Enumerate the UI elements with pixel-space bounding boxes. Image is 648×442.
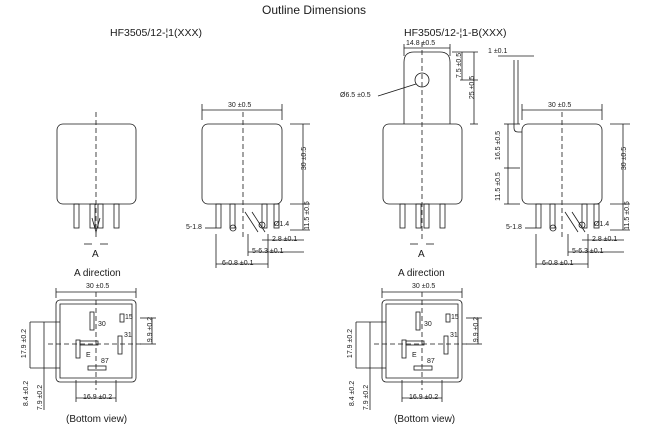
left-pitch-08-dim: 6-0.8 ±0.1 [222,260,254,267]
right-height-dim: 30 ±0.5 [621,146,629,171]
left-height-dim: 30 ±0.5 [301,146,309,171]
right-section-marker: A [418,249,425,260]
right-bottom-84-dim: 8.4 ±0.2 [349,380,357,407]
page-title: Outline Dimensions [262,3,367,17]
right-width-dim: 30 ±0.5 [548,102,572,109]
right-bottom-caption: (Bottom view) [394,414,456,425]
left-direction-caption: A direction [74,268,121,279]
left-bottom-169-dim: 16.9 ±0.2 [83,394,113,401]
right-tab-25-dim: 25 ±0.5 [469,75,477,100]
left-pin-30: 30 [98,321,106,328]
left-bottom-84-dim: 8.4 ±0.2 [23,380,31,407]
right-pin-e: E [412,352,417,359]
right-bottom-99-dim: 9.9 ±0.2 [473,316,481,343]
right-pin-length-dim: 11.5 ±0.5 [623,201,631,230]
right-left-pin-length-dim: 11.5 ±0.5 [494,172,502,201]
right-bottom-179-dim: 17.9 ±0.2 [347,328,355,359]
left-pin-e: E [86,352,91,359]
left-bottom-view [29,288,156,410]
right-hole-count-dim: 5-1.8 [506,224,522,231]
left-pitch-28-dim: 2.8 ±0.1 [272,236,298,243]
left-front-view [201,104,310,268]
right-pin-15: 15 [451,314,459,321]
right-tab-thick-dim: 1 ±0.1 [488,48,508,55]
right-front-view [498,55,630,268]
right-bottom-169-dim: 16.9 ±0.2 [409,394,439,401]
right-pin-30: 30 [424,321,432,328]
left-model-label: HF3505/12-¦1(XXX) [110,27,203,39]
right-pin-31: 31 [450,332,458,339]
right-side-view [377,42,478,245]
right-h165-dim: 16.5 ±0.5 [495,130,503,161]
left-bottom-99-dim: 9.9 ±0.2 [147,316,155,343]
right-pitch-28-dim: 2.8 ±0.1 [592,236,618,243]
right-pitch-08-dim: 6-0.8 ±0.1 [542,260,574,267]
left-side-view [56,112,137,245]
left-section-marker: A [92,249,99,260]
right-model-label: HF3505/12-¦1-B(XXX) [404,27,507,39]
right-tab-hole-dim: Ø6.5 ±0.5 [340,92,371,99]
left-pin-31: 31 [124,332,132,339]
right-pitch-63-dim: 5-6.3 ±0.1 [572,248,604,255]
right-bottom-view [355,288,482,410]
left-width-dim: 30 ±0.5 [228,102,252,109]
right-bottom-width-dim: 30 ±0.5 [412,283,436,290]
right-pin-87: 87 [427,358,435,365]
left-pin-length-dim: 11.5 ±0.5 [303,201,311,230]
left-bottom-caption: (Bottom view) [66,414,128,425]
right-tab-75-dim: 7.5 ±0.5 [456,52,464,79]
right-hole-dia-dim: Ø1.4 [594,221,610,228]
left-pitch-63-dim: 5-6.3 ±0.1 [252,248,284,255]
left-bottom-179-dim: 17.9 ±0.2 [21,328,29,359]
left-hole-count-dim: 5-1.8 [186,224,202,231]
left-bottom-79-dim: 7.9 ±0.2 [37,384,45,411]
left-pin-87: 87 [101,358,109,365]
right-direction-caption: A direction [398,268,445,279]
right-tab-width-dim: 14.8 ±0.5 [406,40,436,47]
right-bottom-79-dim: 7.9 ±0.2 [363,384,371,411]
left-bottom-width-dim: 30 ±0.5 [86,283,110,290]
left-hole-dia-dim: Ø1.4 [274,221,290,228]
left-pin-15: 15 [125,314,133,321]
